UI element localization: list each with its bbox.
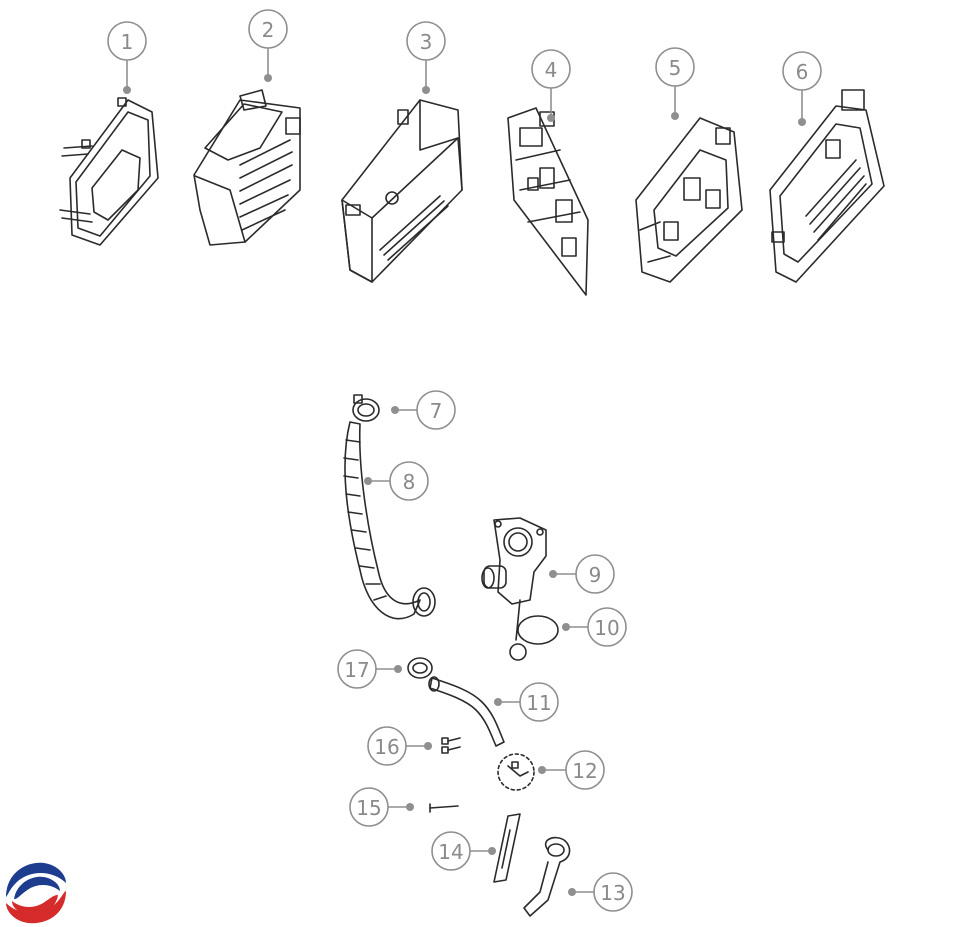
callout-15-circle: [349, 787, 389, 827]
callout-1-label: 1: [121, 30, 134, 54]
callout-12-label: 12: [572, 759, 597, 783]
part-14-bracket-strip: [493, 813, 521, 883]
callout-3-label: 3: [420, 30, 433, 54]
callout-13-label: 13: [600, 881, 625, 905]
callout-4-label: 4: [545, 58, 558, 82]
callout-6-label: 6: [796, 60, 809, 84]
callout-7-label: 7: [430, 399, 443, 423]
callout-11-circle: [519, 682, 559, 722]
part-15-long-screw: [429, 803, 459, 813]
callout-16-circle: [367, 726, 407, 766]
callout-4-circle: [531, 49, 571, 89]
callout-2-label: 2: [262, 18, 275, 42]
part-12-small-fitting: [497, 753, 535, 791]
callout-16-label: 16: [374, 735, 399, 759]
callout-14-circle: [431, 831, 471, 871]
callout-12-circle: [565, 750, 605, 790]
callout-17-circle: [337, 649, 377, 689]
callout-5-circle: [655, 47, 695, 87]
callout-10-label: 10: [594, 616, 619, 640]
part-11-bent-hose: [428, 676, 505, 747]
part-13-hook-clip: [523, 836, 571, 917]
part-8-corrugated-hose: [343, 421, 436, 620]
callout-11-label: 11: [526, 691, 551, 715]
callout-6-circle: [782, 51, 822, 91]
callout-13-circle: [593, 872, 633, 912]
part-4-circuit-board: [507, 107, 589, 296]
part-6-finned-cover: [769, 89, 885, 283]
callout-15-label: 15: [356, 796, 381, 820]
callout-3-circle: [406, 21, 446, 61]
part-10-drain-plug: [509, 599, 559, 661]
brand-swirl-logo-icon: [4, 861, 68, 925]
callout-9-label: 9: [589, 563, 602, 587]
part-3-housing-tray: [341, 99, 463, 283]
part-16-screws: [441, 737, 461, 754]
callout-9-circle: [575, 554, 615, 594]
part-17-small-clamp: [407, 657, 433, 679]
callout-7-circle: [416, 390, 456, 430]
callout-8-label: 8: [403, 470, 416, 494]
callout-2-circle: [248, 9, 288, 49]
callout-8-circle: [389, 461, 429, 501]
part-5-component-frame: [635, 117, 743, 283]
callout-17-label: 17: [344, 658, 369, 682]
callout-1-circle: [107, 21, 147, 61]
part-9-pump-housing: [481, 517, 547, 605]
part-1-cover-plate: [59, 97, 159, 246]
callout-5-label: 5: [669, 56, 682, 80]
part-2-control-box: [193, 89, 301, 246]
part-7-hose-clamp: [352, 394, 380, 422]
callout-10-circle: [587, 607, 627, 647]
callout-14-label: 14: [438, 840, 463, 864]
